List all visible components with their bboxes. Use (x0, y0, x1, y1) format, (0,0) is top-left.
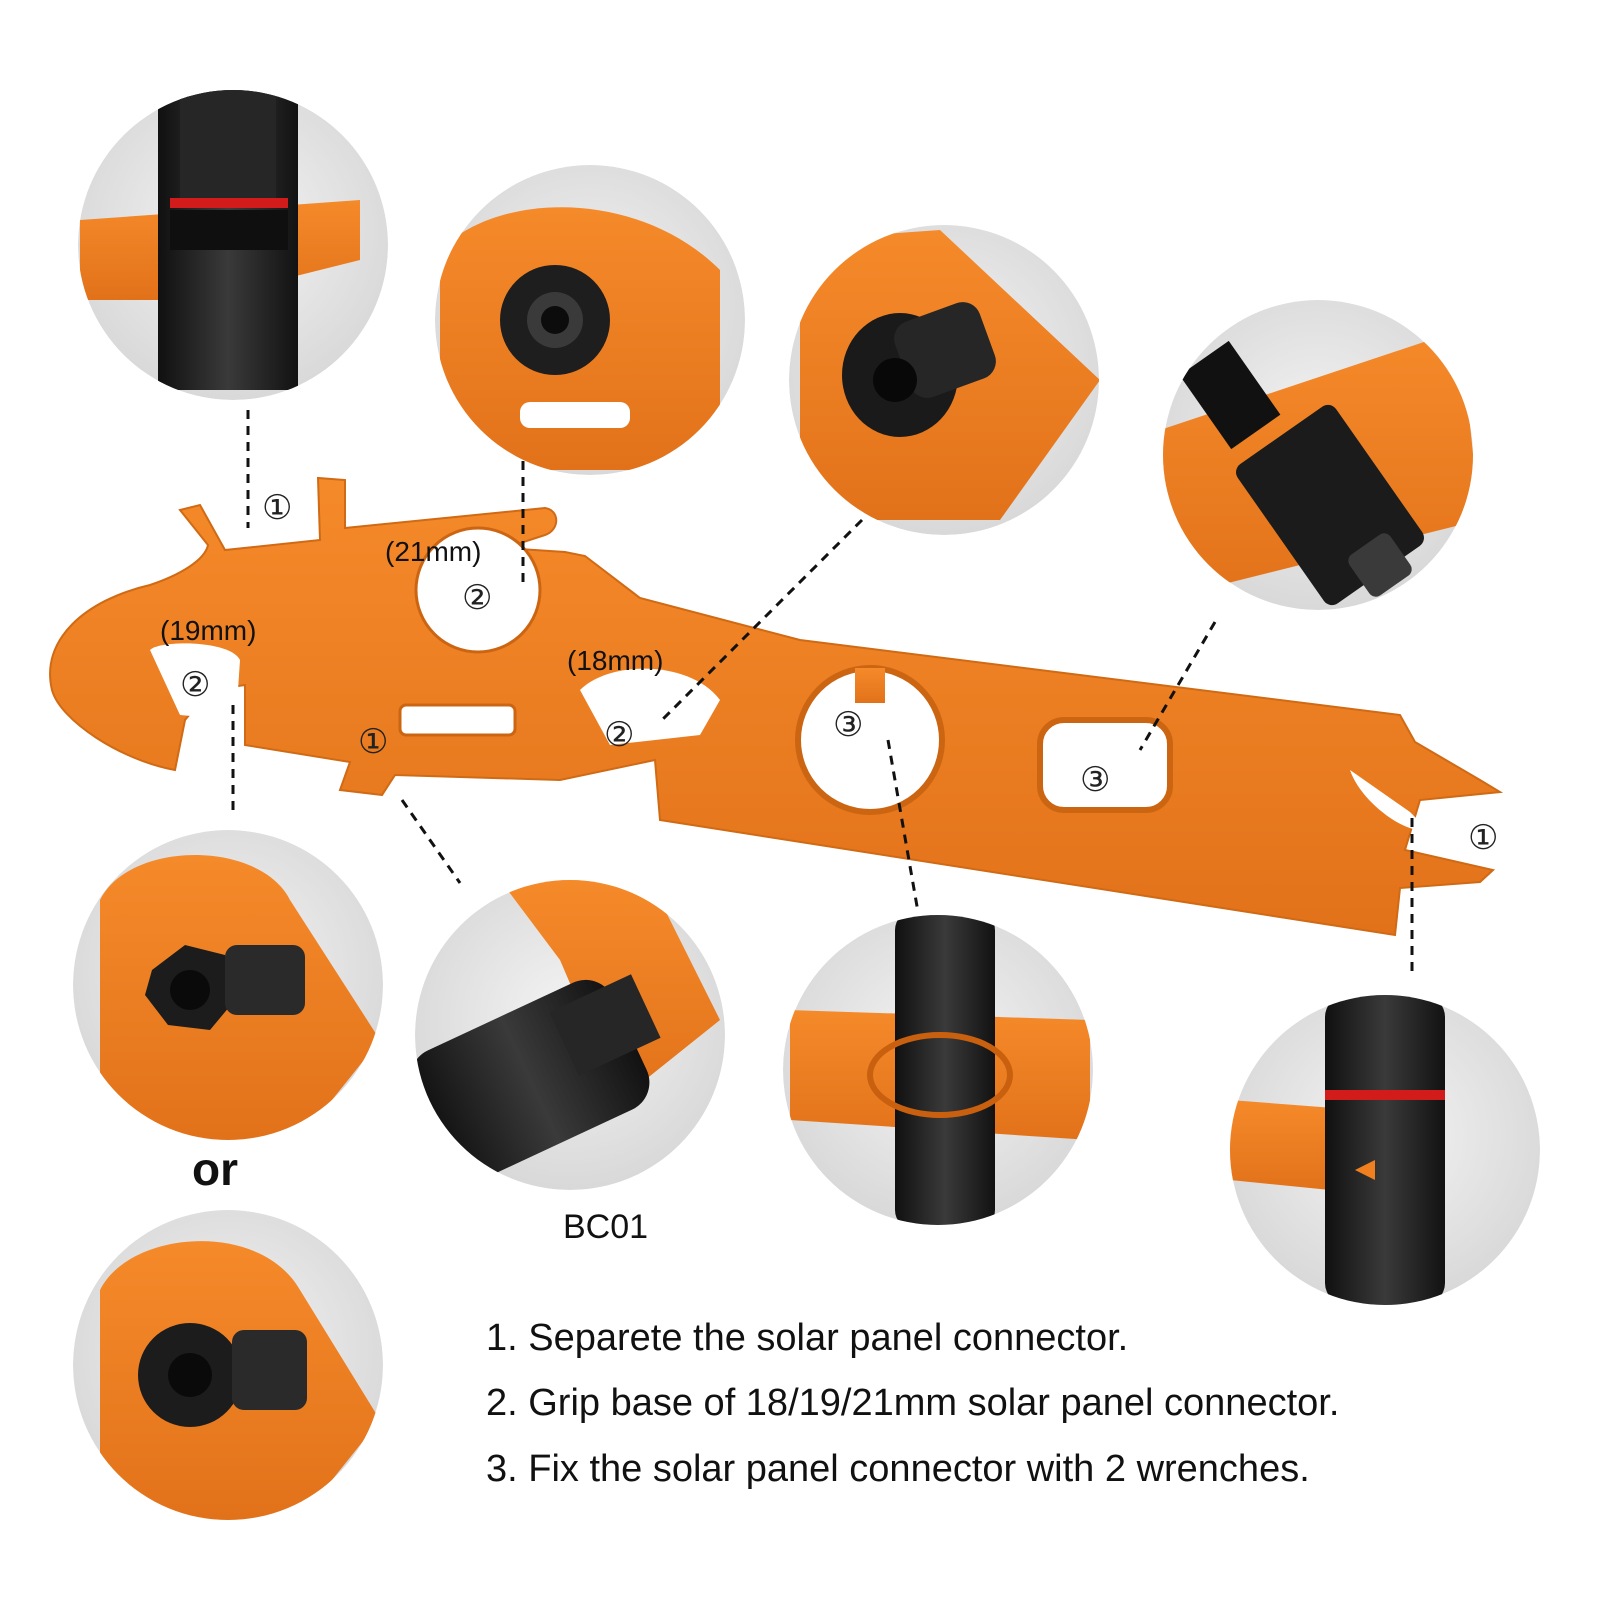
size-label-19mm: (19mm) (160, 615, 257, 646)
jaw-18mm (580, 668, 720, 745)
model-label: BC01 (563, 1208, 649, 1246)
callout-fix-square: ③ (1080, 761, 1111, 799)
rect-window (398, 703, 517, 737)
callout-separate-lower: ① (358, 723, 389, 761)
leader-lines (231, 410, 1414, 975)
size-label-18mm: (18mm) (567, 645, 664, 676)
photo-grip-19mm-alt (73, 1210, 383, 1520)
photo-grip-19mm (73, 830, 383, 1140)
leader-4 (1138, 621, 1217, 751)
callout-grip-18mm: ② (604, 716, 635, 754)
photo-separate-right (1230, 995, 1540, 1305)
callout-grip-21mm: ② (462, 579, 493, 617)
callout-separate-right: ① (1468, 819, 1499, 857)
size-label-21mm: (21mm) (385, 536, 482, 567)
fork-gap (1350, 770, 1420, 830)
photo-fix-round (783, 915, 1093, 1225)
photo-separate-lower (415, 880, 725, 1190)
multi-tool-wrench (49, 476, 1504, 937)
step-1: 1. Separete the solar panel connector. (486, 1317, 1129, 1359)
leader-7 (886, 739, 920, 913)
callout-grip-19mm: ② (180, 666, 211, 704)
square-slot (1037, 717, 1173, 813)
jaw-19mm (150, 643, 240, 720)
hole-21mm (414, 526, 542, 654)
photo-separate-top (78, 90, 388, 400)
leader-6 (400, 799, 462, 884)
photo-grip-21mm (435, 165, 745, 475)
callout-fix-round: ③ (833, 706, 864, 744)
step-2: 2. Grip base of 18/19/21mm solar panel c… (486, 1382, 1340, 1424)
step-3: 3. Fix the solar panel connector with 2 … (486, 1448, 1310, 1490)
wrench-body (49, 476, 1504, 937)
photo-fix-square (1163, 300, 1473, 610)
or-label: or (192, 1143, 238, 1195)
photo-grip-18mm (789, 225, 1099, 535)
round-slot-tab (855, 668, 885, 703)
callout-separate-top: ① (262, 489, 293, 527)
